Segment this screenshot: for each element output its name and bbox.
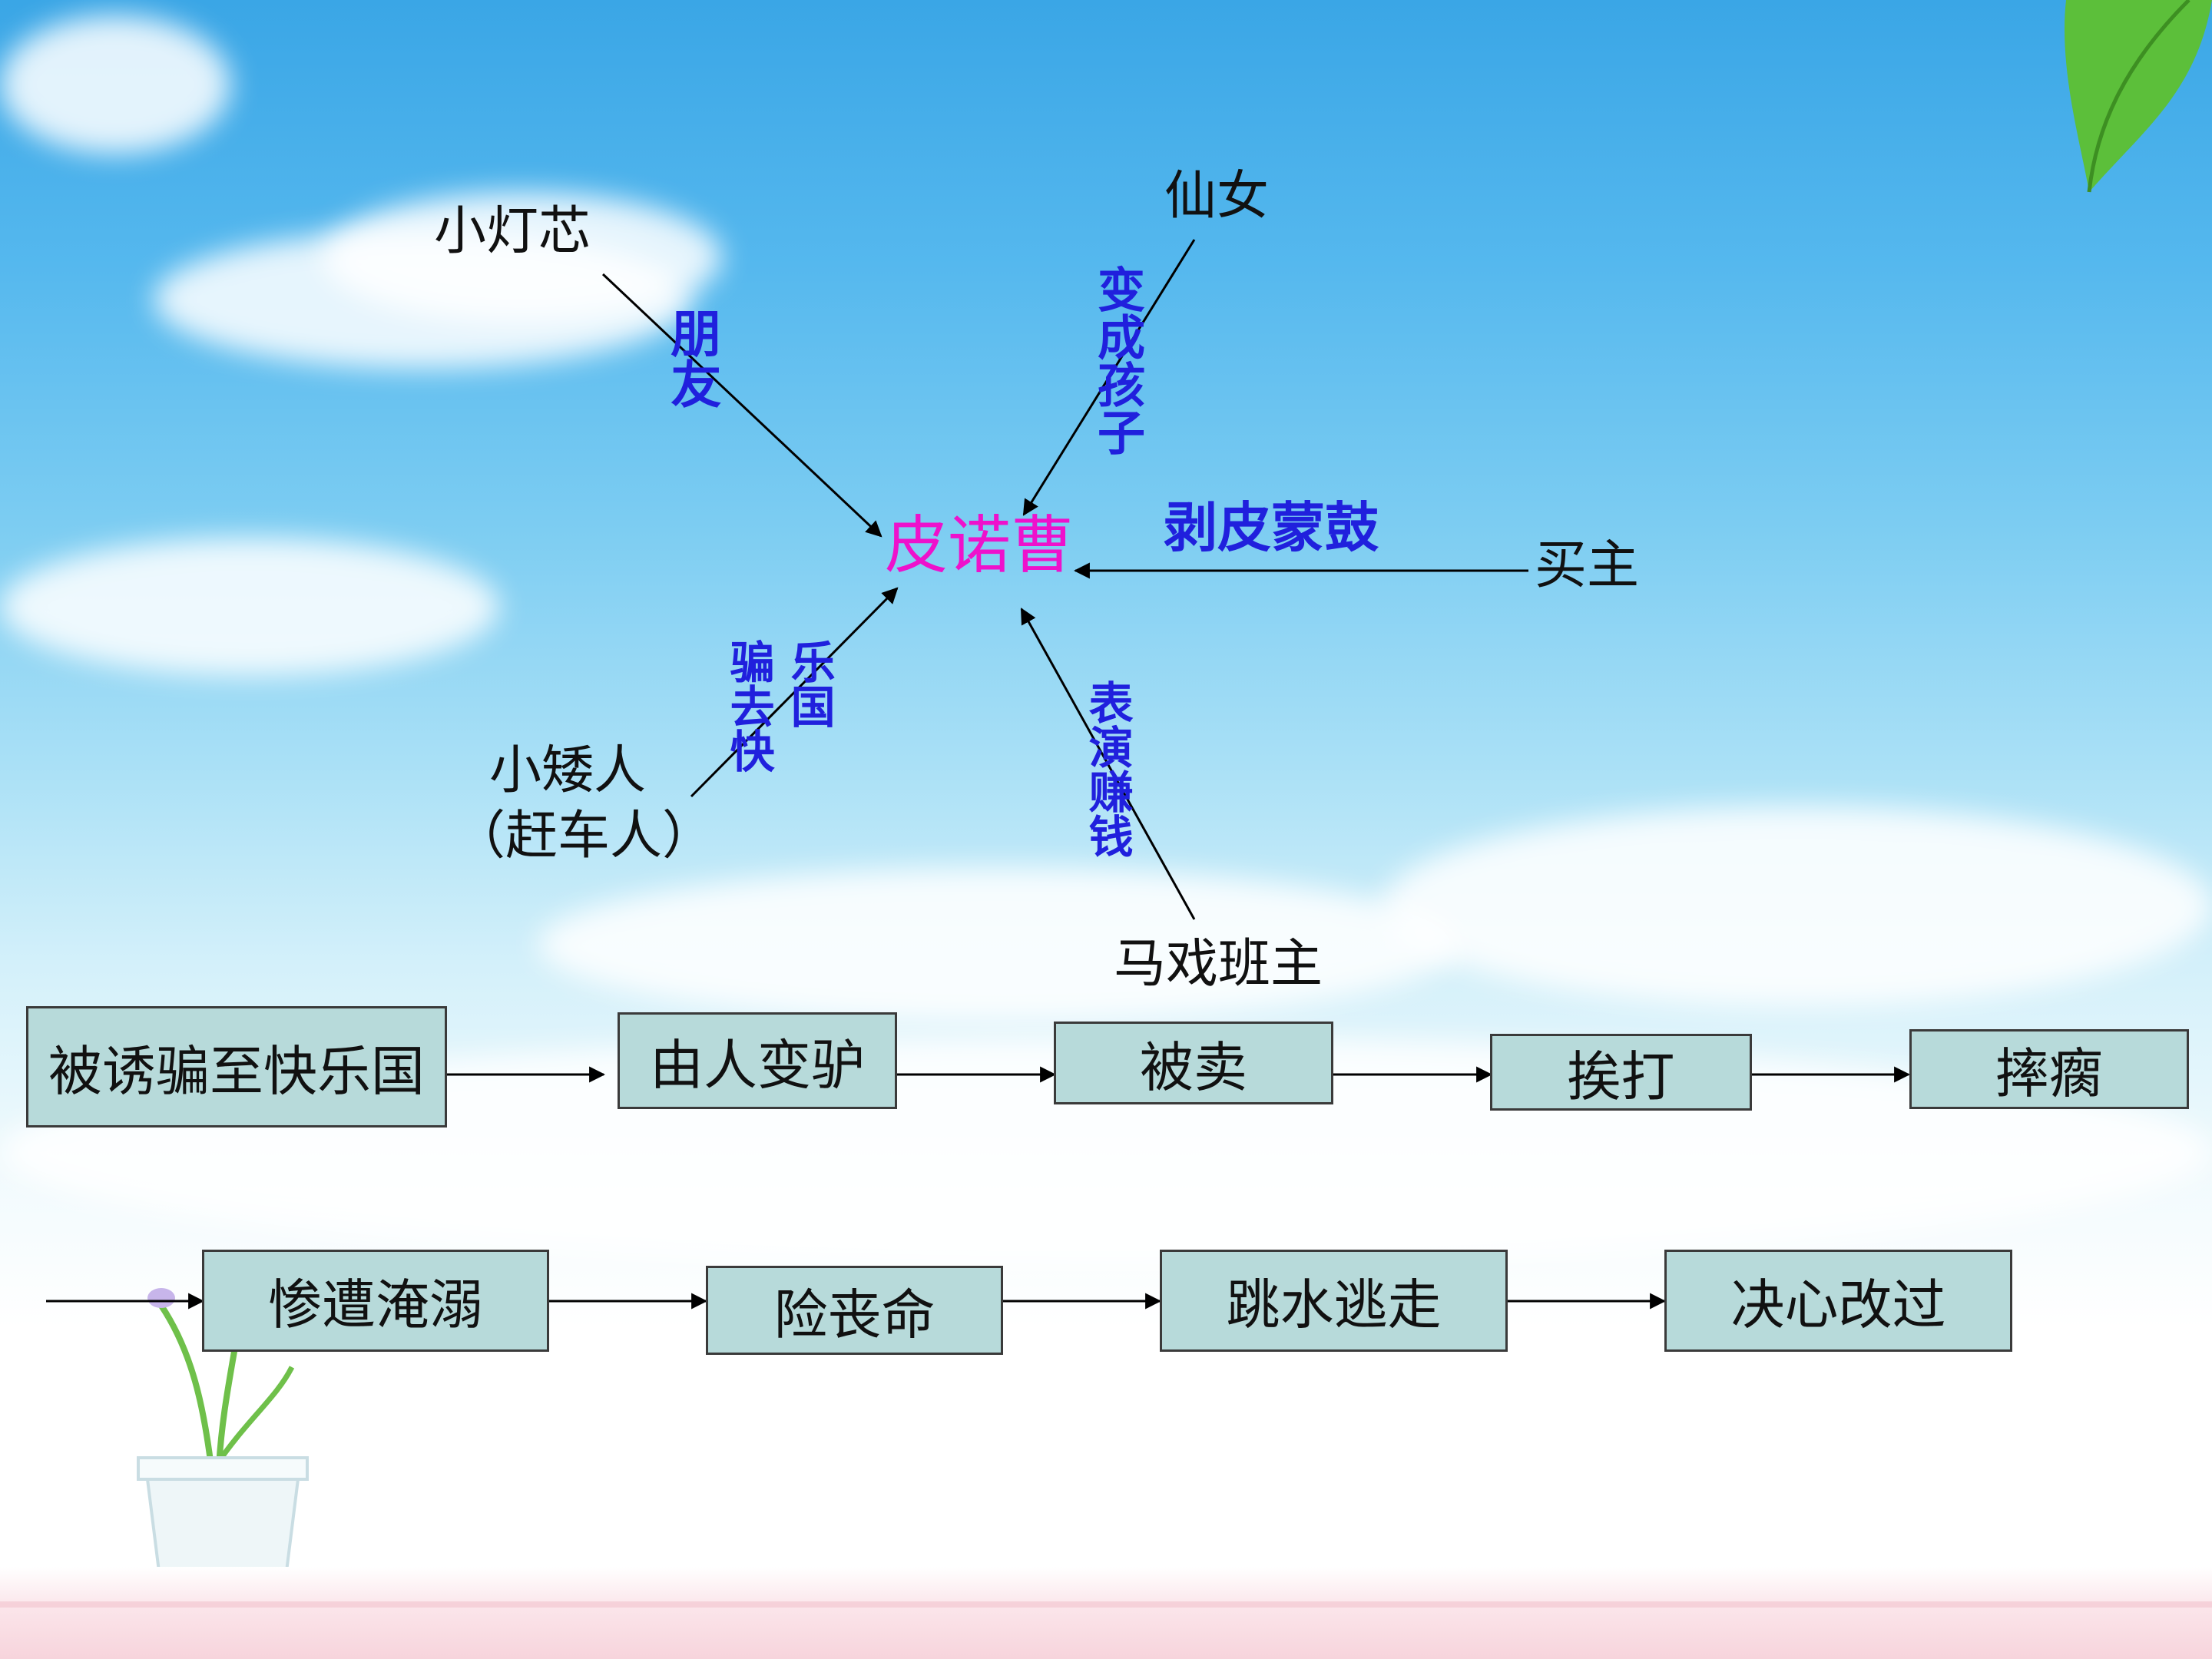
flow-step-2: 由人变驴	[618, 1012, 897, 1109]
flow-step-3: 被卖	[1054, 1022, 1333, 1104]
node-lamp-wick: 小灯芯	[434, 206, 591, 258]
flow-step-7: 险丧命	[706, 1266, 1003, 1355]
relation-friend: 朋友	[664, 307, 719, 409]
edge-lampwick-to-center	[603, 274, 881, 536]
relation-lure-col2: 乐国	[785, 639, 833, 728]
node-coachman: 小矮人	[489, 745, 646, 797]
relation-lure-col1: 骗去快	[724, 639, 773, 773]
relation-perform-money: 表演赚钱	[1083, 680, 1131, 858]
node-circus-owner: 马戏班主	[1114, 939, 1323, 991]
node-buyer: 买主	[1535, 540, 1639, 592]
center-node-pinocchio: 皮诺曹	[885, 515, 1074, 578]
flow-step-1: 被诱骗至快乐国	[26, 1006, 447, 1128]
node-fairy: 仙女	[1164, 171, 1269, 223]
relation-skin-drum: 剥皮蒙鼓	[1164, 499, 1379, 558]
flow-step-5: 摔瘸	[1909, 1029, 2189, 1109]
flow-step-9: 决心改过	[1664, 1250, 2012, 1352]
flow-step-8: 跳水逃走	[1160, 1250, 1508, 1352]
relation-turn-child: 变成孩子	[1091, 265, 1142, 455]
flow-step-6: 惨遭淹溺	[202, 1250, 549, 1352]
node-coachman-note: （赶车人）	[453, 810, 714, 863]
flow-step-4: 挨打	[1490, 1034, 1752, 1111]
